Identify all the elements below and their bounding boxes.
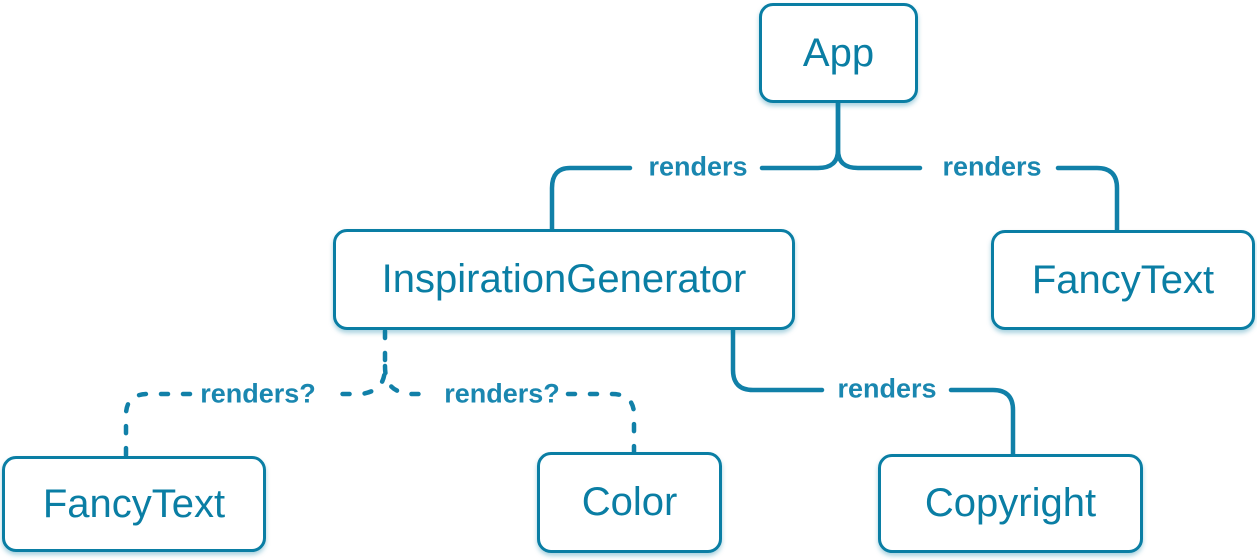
edge-label-app-fancytext: renders (942, 151, 1042, 182)
node-inspiration-generator: InspirationGenerator (333, 229, 795, 330)
edge-label-app-inspirationgenerator: renders (648, 151, 748, 182)
node-inspiration-generator-label: InspirationGenerator (381, 257, 747, 301)
edge-app-fancytext (835, 100, 1120, 233)
edge-inspirationgenerator-fancytext (123, 328, 388, 459)
node-copyright-label: Copyright (924, 481, 1097, 525)
node-color-label: Color (581, 480, 678, 524)
node-copyright: Copyright (878, 454, 1143, 553)
node-fancy-text-bottom-label: FancyText (42, 481, 226, 526)
node-fancy-text-top: FancyText (991, 230, 1255, 330)
edge-label-inspirationgenerator-fancytext: renders? (200, 378, 316, 409)
node-app: App (759, 3, 918, 103)
edge-inspirationgenerator-copyright (730, 327, 1016, 457)
node-color: Color (537, 452, 722, 553)
edge-label-inspirationgenerator-copyright: renders (837, 373, 937, 404)
node-app-label: App (802, 30, 875, 75)
node-fancy-text-top-label: FancyText (1031, 257, 1215, 302)
node-fancy-text-bottom: FancyText (2, 456, 266, 552)
edge-inspirationgenerator-color (382, 363, 637, 455)
edge-label-inspirationgenerator-color: renders? (444, 378, 560, 409)
